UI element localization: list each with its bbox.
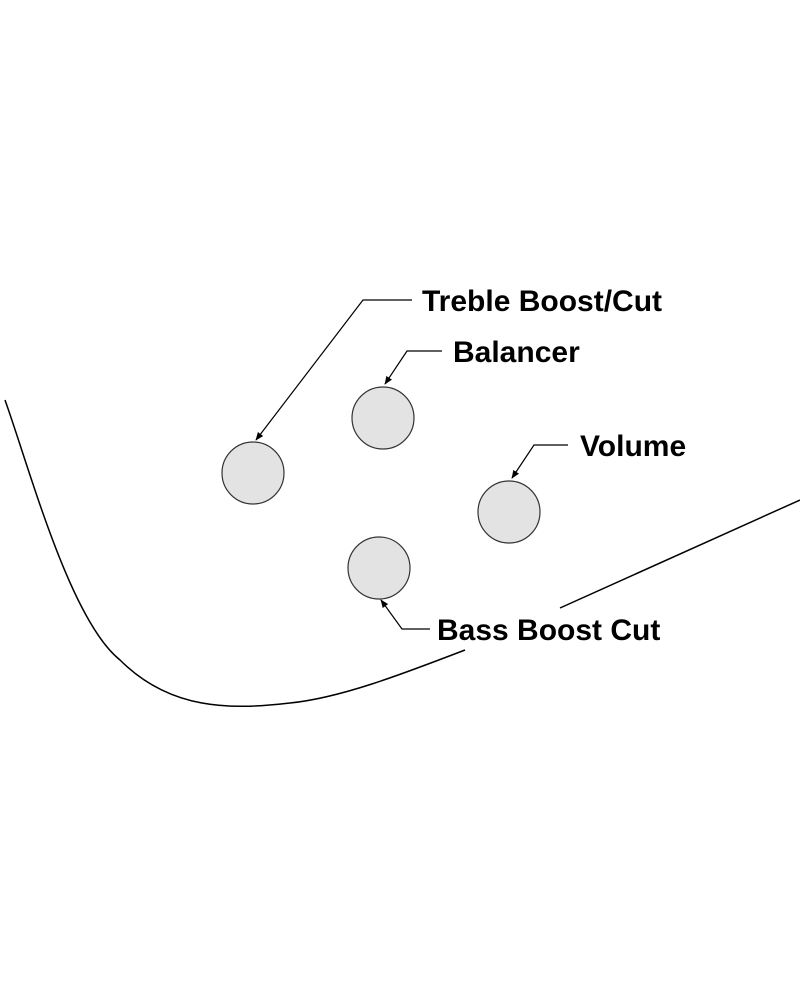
volume-leader-arrow (511, 444, 568, 479)
bass-label: Bass Boost Cut (437, 614, 660, 647)
treble-leader-arrow (255, 299, 412, 441)
volume-label: Volume (580, 430, 686, 463)
balancer-leader-arrow (384, 350, 442, 385)
balancer-label: Balancer (453, 336, 580, 369)
body-outline-left (4, 399, 466, 708)
balancer-knob[interactable] (351, 386, 415, 450)
bass-knob[interactable] (347, 536, 411, 600)
bass-leader-arrow (380, 599, 430, 630)
volume-knob[interactable] (477, 480, 541, 544)
treble-label: Treble Boost/Cut (422, 285, 662, 318)
body-outline-right (559, 499, 800, 609)
treble-knob[interactable] (221, 441, 285, 505)
